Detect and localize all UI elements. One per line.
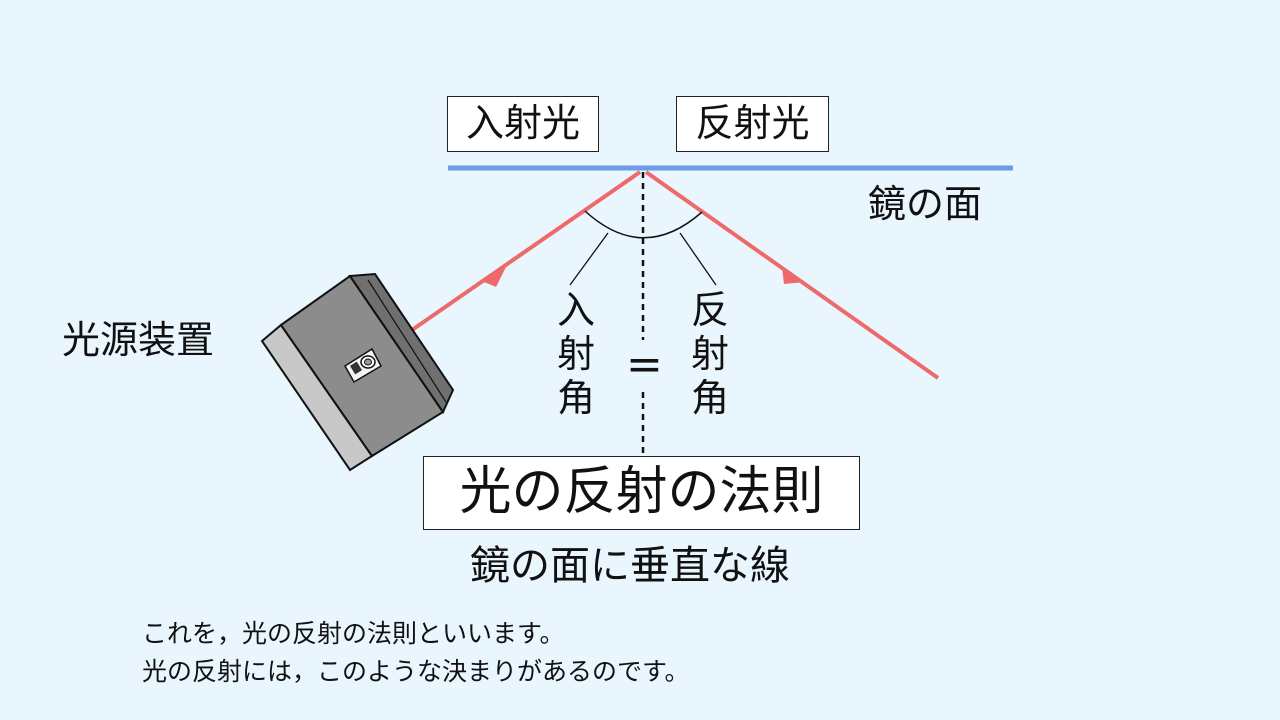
normal-line-label: 鏡の面に垂直な線 (470, 543, 790, 589)
incident-ray-arrowhead (484, 267, 506, 287)
equals-sign: = (626, 339, 663, 390)
reflection-angle-label: 反 射 角 (690, 288, 729, 420)
light-source-label: 光源装置 (62, 318, 215, 362)
incident-angle-pointer (569, 232, 609, 286)
caption-line-2: 光の反射には，このような決まりがあるのです。 (142, 657, 690, 686)
mirror-surface-label: 鏡の面 (868, 182, 983, 226)
incident-angle-label: 入 射 角 (556, 288, 595, 420)
incident-ray (410, 170, 642, 332)
caption-line-1: これを，光の反射の法則といいます。 (142, 619, 565, 648)
reflection-angle-pointer (679, 232, 717, 286)
angle-arc (584, 210, 703, 239)
light-source-device (260, 272, 455, 472)
reflected-light-label: 反射光 (676, 96, 829, 152)
law-title-box: 光の反射の法則 (423, 456, 860, 530)
device-top-face (348, 272, 455, 415)
lens-icon (343, 347, 382, 384)
reflected-ray-arrowhead (782, 267, 805, 284)
incident-light-label: 入射光 (447, 96, 599, 152)
